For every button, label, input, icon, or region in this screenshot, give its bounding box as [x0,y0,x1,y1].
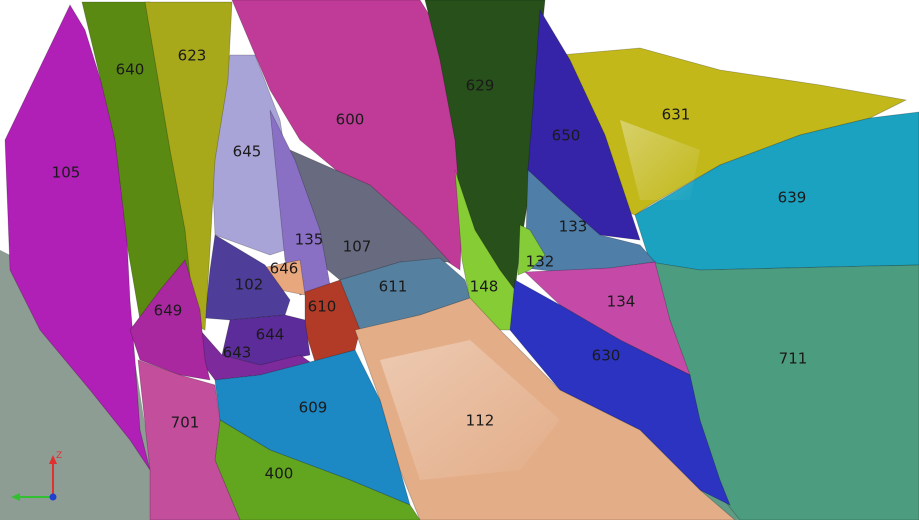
surface-649[interactable] [129,259,211,381]
label-644: 644 [256,326,285,344]
label-645: 645 [233,143,262,161]
label-148: 148 [470,278,499,296]
label-649: 649 [154,302,183,320]
z-axis-arrow [49,455,57,464]
surface-labels: 105 640 623 645 600 629 650 631 639 133 … [52,47,808,483]
label-609: 609 [299,399,328,417]
label-102: 102 [235,276,264,294]
surface-639[interactable] [634,111,919,271]
label-631: 631 [662,106,691,124]
label-610: 610 [308,298,337,316]
label-630: 630 [592,347,621,365]
label-646: 646 [270,260,299,278]
label-105: 105 [52,164,81,182]
label-711: 711 [779,350,808,368]
label-600: 600 [336,111,365,129]
label-611: 611 [379,278,408,296]
label-623: 623 [178,47,207,65]
surface-701[interactable] [137,359,241,520]
label-640: 640 [116,61,145,79]
label-107: 107 [343,238,372,256]
surface-132[interactable] [517,224,546,276]
axis-origin [49,493,57,501]
label-639: 639 [778,189,807,207]
surface-630[interactable] [509,279,731,506]
label-134: 134 [607,293,636,311]
label-112: 112 [466,412,495,430]
label-650: 650 [552,127,581,145]
x-axis-arrow [11,493,20,501]
label-400: 400 [265,465,294,483]
surface-623[interactable] [144,1,233,331]
label-132: 132 [526,253,555,271]
label-135: 135 [295,231,324,249]
label-701: 701 [171,414,200,432]
shine-overlay-2 [620,120,700,200]
surface-400[interactable] [214,419,421,520]
label-133: 133 [559,218,588,236]
label-629: 629 [466,77,495,95]
axis-triad: Z [11,451,62,501]
label-643: 643 [223,344,252,362]
z-axis-label: Z [56,451,62,461]
shine-overlay [380,340,560,480]
